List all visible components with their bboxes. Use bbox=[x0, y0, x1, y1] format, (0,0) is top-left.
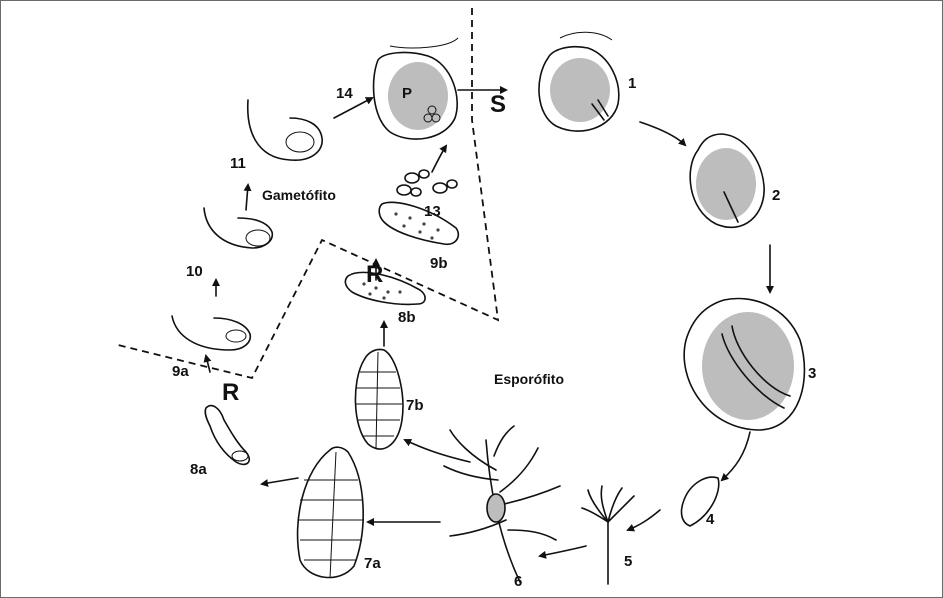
stage-label-1: 1 bbox=[628, 75, 636, 92]
pine-branch-icon bbox=[444, 426, 560, 582]
stage-label-6: 6 bbox=[514, 573, 522, 590]
ovule-icon bbox=[374, 38, 458, 139]
scale-icon bbox=[205, 406, 249, 465]
stage-label-9a: 9a bbox=[172, 363, 189, 380]
process-label-reduction-right: R bbox=[366, 261, 383, 288]
stage-label-4: 4 bbox=[706, 511, 715, 528]
stage-label-8b: 8b bbox=[398, 309, 416, 326]
stage-label-5: 5 bbox=[624, 553, 632, 570]
stage-label-7b: 7b bbox=[406, 397, 424, 414]
pollen-icon bbox=[397, 170, 457, 196]
stage-label-7a: 7a bbox=[364, 555, 381, 572]
cone-icon bbox=[355, 349, 402, 449]
stage-label-11: 11 bbox=[230, 155, 246, 172]
scale-icon bbox=[379, 202, 458, 244]
phase-label-gametophyte: Gametófito bbox=[262, 187, 336, 203]
stage-label-14: 14 bbox=[336, 85, 353, 102]
stage-label-13: 13 bbox=[424, 203, 441, 220]
ovule-icon bbox=[204, 208, 272, 248]
seed-icon bbox=[684, 299, 804, 430]
stage-label-9b: 9b bbox=[430, 255, 448, 272]
ovule-icon bbox=[539, 32, 619, 131]
cone-icon bbox=[298, 447, 364, 578]
process-label-syngamy: S bbox=[490, 91, 506, 118]
ovule-icon bbox=[248, 100, 322, 160]
scale-icon bbox=[345, 272, 425, 304]
stage-label-2: 2 bbox=[772, 187, 780, 204]
stage-label-8a: 8a bbox=[190, 461, 207, 478]
stage-label-p: P bbox=[402, 85, 412, 102]
stage-label-10: 10 bbox=[186, 263, 203, 280]
phase-label-sporophyte: Esporófito bbox=[494, 371, 564, 387]
ovule-icon bbox=[172, 316, 250, 350]
ovule-icon bbox=[690, 134, 764, 227]
process-label-reduction-left: R bbox=[222, 379, 239, 406]
stage-label-3: 3 bbox=[808, 365, 816, 382]
